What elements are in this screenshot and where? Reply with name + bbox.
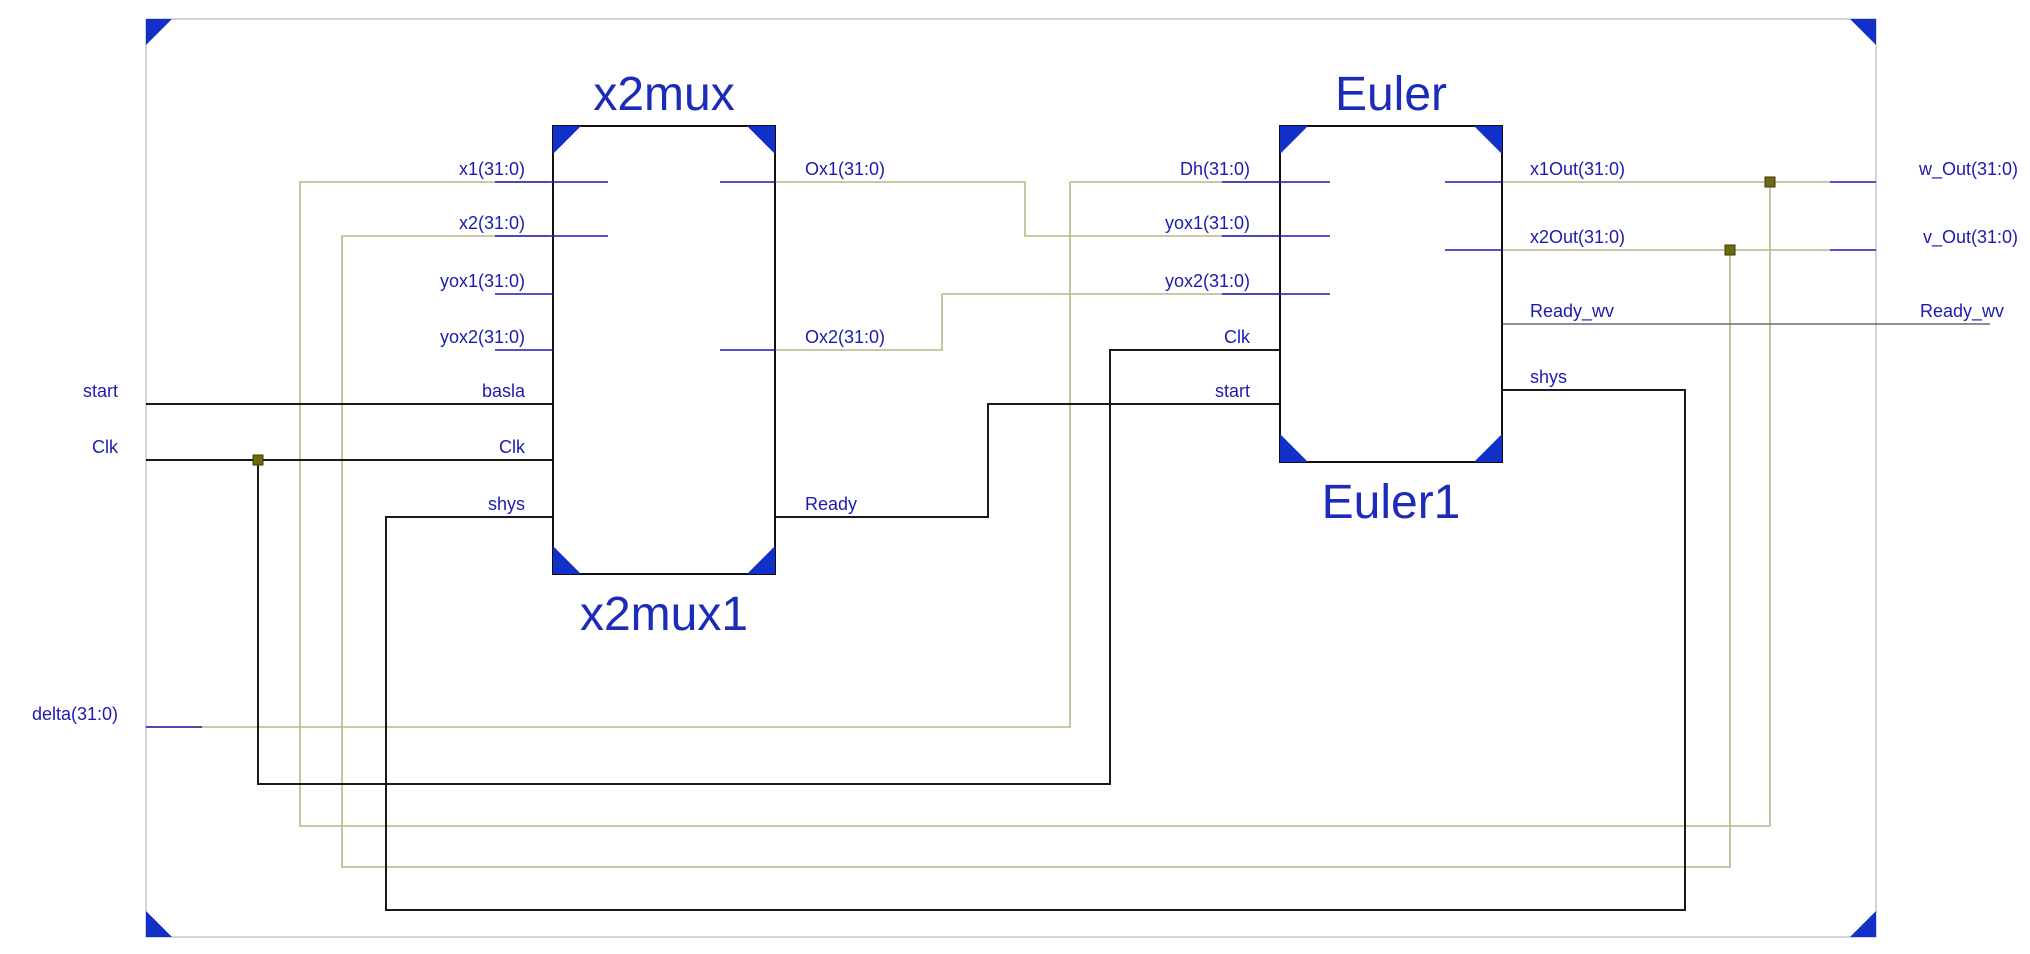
x2mux-block[interactable]: x2mux x2mux1 x1(31:0) x2(31:0) yox1(31:0… <box>440 68 885 641</box>
x2mux-pin-ox2[interactable]: Ox2(31:0) <box>805 327 885 347</box>
wire-ox2 <box>720 293 1330 351</box>
euler-pin-yox2[interactable]: yox2(31:0) <box>1165 271 1250 291</box>
x2mux-pin-x1[interactable]: x1(31:0) <box>459 159 525 179</box>
wire-shys <box>385 389 1686 911</box>
euler-block[interactable]: Euler Euler1 Dh(31:0) yox1(31:0) yox2(31… <box>1165 68 1625 529</box>
frame-corner-marker <box>1850 911 1876 937</box>
x2mux-pin-basla[interactable]: basla <box>482 381 526 401</box>
junction-dot <box>1724 244 1736 256</box>
x2mux-pin-shys[interactable]: shys <box>488 494 525 514</box>
wire-w-feedback-x1 <box>299 181 1771 827</box>
x2mux-pin-clk[interactable]: Clk <box>499 437 526 457</box>
euler-pin-shys[interactable]: shys <box>1530 367 1567 387</box>
block-corner-marker <box>1474 434 1502 462</box>
x2mux-pin-ox1[interactable]: Ox1(31:0) <box>805 159 885 179</box>
block-corner-marker <box>1280 434 1308 462</box>
x2mux-pin-yox2[interactable]: yox2(31:0) <box>440 327 525 347</box>
port-delta[interactable]: delta(31:0) <box>32 704 118 724</box>
euler-pin-x2out[interactable]: x2Out(31:0) <box>1530 227 1625 247</box>
euler-pin-dh[interactable]: Dh(31:0) <box>1180 159 1250 179</box>
x2mux-pin-ready[interactable]: Ready <box>805 494 857 514</box>
euler-pin-x1out[interactable]: x1Out(31:0) <box>1530 159 1625 179</box>
junction-dot <box>252 454 264 466</box>
euler-pin-clk[interactable]: Clk <box>1224 327 1251 347</box>
euler-pin-start[interactable]: start <box>1215 381 1250 401</box>
schematic-frame <box>145 18 1877 938</box>
port-clk[interactable]: Clk <box>92 437 119 457</box>
block-corner-marker <box>553 126 581 154</box>
port-ready-wv[interactable]: Ready_wv <box>1920 301 2004 322</box>
wire-clk-euler <box>257 349 1330 785</box>
x2mux-pin-x2[interactable]: x2(31:0) <box>459 213 525 233</box>
port-start[interactable]: start <box>83 381 118 401</box>
junction-dot <box>1764 176 1776 188</box>
top-level-ports: start Clk delta(31:0) w_Out(31:0) v_Out(… <box>32 159 2018 728</box>
euler-pin-yox1[interactable]: yox1(31:0) <box>1165 213 1250 233</box>
frame-corner-marker <box>146 19 172 45</box>
block-corner-marker <box>1280 126 1308 154</box>
x2mux-type-name: x2mux <box>593 68 734 121</box>
wire-v-feedback-x2 <box>341 235 1731 868</box>
euler-pin-ready-wv[interactable]: Ready_wv <box>1530 301 1614 322</box>
block-corner-marker <box>553 546 581 574</box>
frame-corner-marker <box>1850 19 1876 45</box>
wire-ready <box>720 403 1330 518</box>
block-corner-marker <box>747 126 775 154</box>
euler-type-name: Euler <box>1335 68 1447 121</box>
wire-delta <box>146 181 1330 728</box>
block-corner-marker <box>747 546 775 574</box>
frame-corner-marker <box>146 911 172 937</box>
port-v-out[interactable]: v_Out(31:0) <box>1923 227 2018 248</box>
block-corner-marker <box>1474 126 1502 154</box>
x2mux-instance-name: x2mux1 <box>580 588 748 641</box>
x2mux-pin-yox1[interactable]: yox1(31:0) <box>440 271 525 291</box>
wires <box>146 181 1990 911</box>
port-w-out[interactable]: w_Out(31:0) <box>1918 159 2018 180</box>
wire-ox1 <box>720 181 1330 237</box>
euler-instance-name: Euler1 <box>1322 476 1461 529</box>
